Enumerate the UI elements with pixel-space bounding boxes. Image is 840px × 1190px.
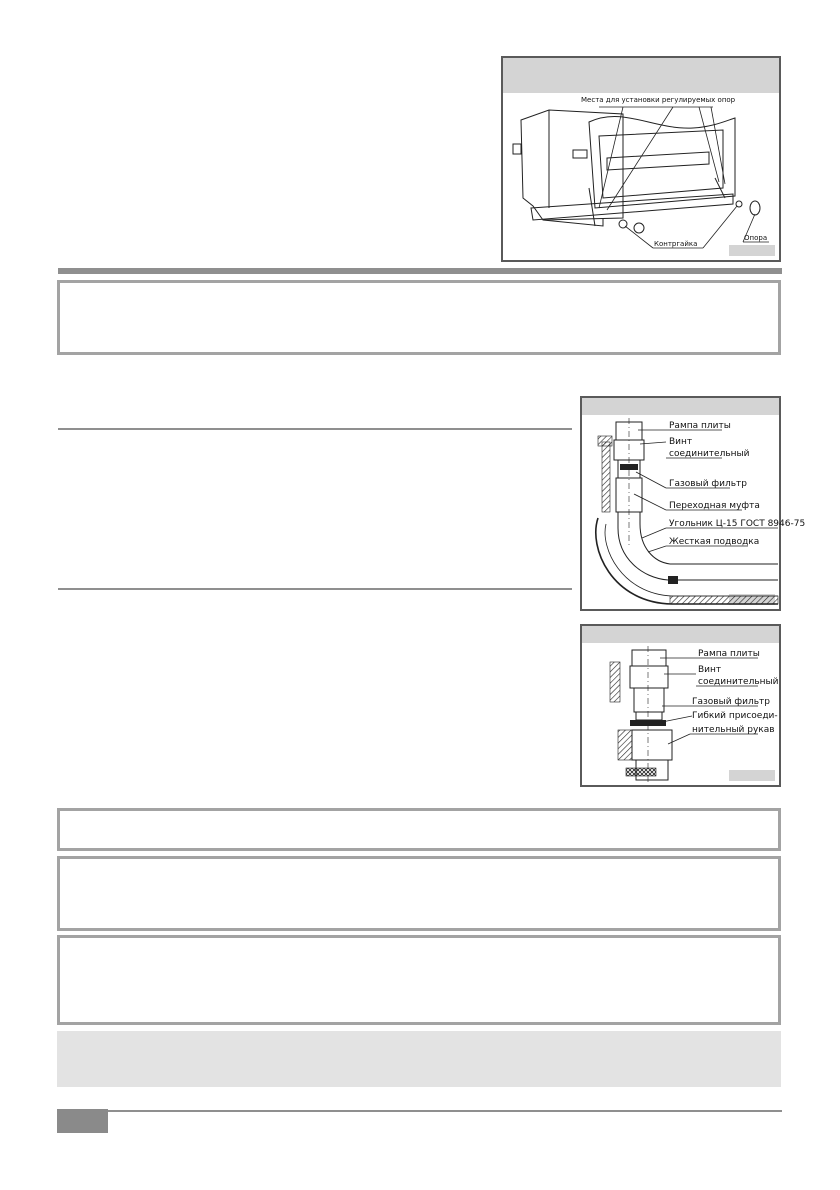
- label-locknut: Контргайка: [654, 240, 697, 248]
- section-divider: [58, 268, 782, 274]
- label-rigid-supply: Жесткая подводка: [669, 537, 759, 547]
- flexible-connection-drawing: Рампа плиты Винт соединительный Газовый …: [609, 646, 779, 784]
- label-stove-ramp: Рампа плиты: [669, 421, 731, 431]
- figure-flexible-connection: Рампа плиты Винт соединительный Газовый …: [580, 624, 781, 787]
- label-screw: Винт: [698, 665, 721, 675]
- label-stove-ramp: Рампа плиты: [698, 649, 760, 659]
- figure-number-tag: [729, 770, 775, 781]
- appliance-base-drawing: Места для установки регулируемых опор Ко…: [512, 96, 769, 249]
- text-rule: [58, 588, 572, 590]
- figure-caption-bar: [503, 58, 779, 93]
- figure-adjustable-supports: Места для установки регулируемых опор Ко…: [501, 56, 781, 262]
- footer-rule: [108, 1110, 782, 1112]
- footer-page-tab: [57, 1109, 108, 1133]
- label-flexible-hose-2: нительный рукав: [692, 725, 775, 735]
- text-rule: [58, 428, 572, 430]
- label-support: Опора: [744, 234, 767, 242]
- note-box-1: [57, 808, 781, 851]
- highlight-box: [57, 1031, 781, 1087]
- label-connecting: соединительный: [698, 677, 779, 687]
- label-screw: Винт: [669, 437, 692, 447]
- figure-number-tag: [729, 245, 775, 256]
- warning-box-top: [57, 280, 781, 355]
- label-elbow: Угольник Ц-15 ГОСТ 8946-75: [669, 519, 805, 529]
- note-box-2: [57, 856, 781, 931]
- label-support-places: Места для установки регулируемых опор: [581, 96, 736, 104]
- label-gas-filter: Газовый фильтр: [669, 479, 747, 489]
- figure-rigid-connection: Рампа плиты Винт соединительный Газовый …: [580, 396, 805, 611]
- label-connecting: соединительный: [669, 449, 750, 459]
- note-box-3: [57, 935, 781, 1025]
- figure-caption-bar: [582, 398, 779, 415]
- rigid-connection-drawing: Рампа плиты Винт соединительный Газовый …: [595, 418, 805, 605]
- figure-caption-bar: [582, 626, 779, 643]
- label-adapter-coupling: Переходная муфта: [669, 501, 760, 511]
- label-flexible-hose-1: Гибкий присоеди-: [692, 711, 778, 721]
- label-gas-filter: Газовый фильтр: [692, 697, 770, 707]
